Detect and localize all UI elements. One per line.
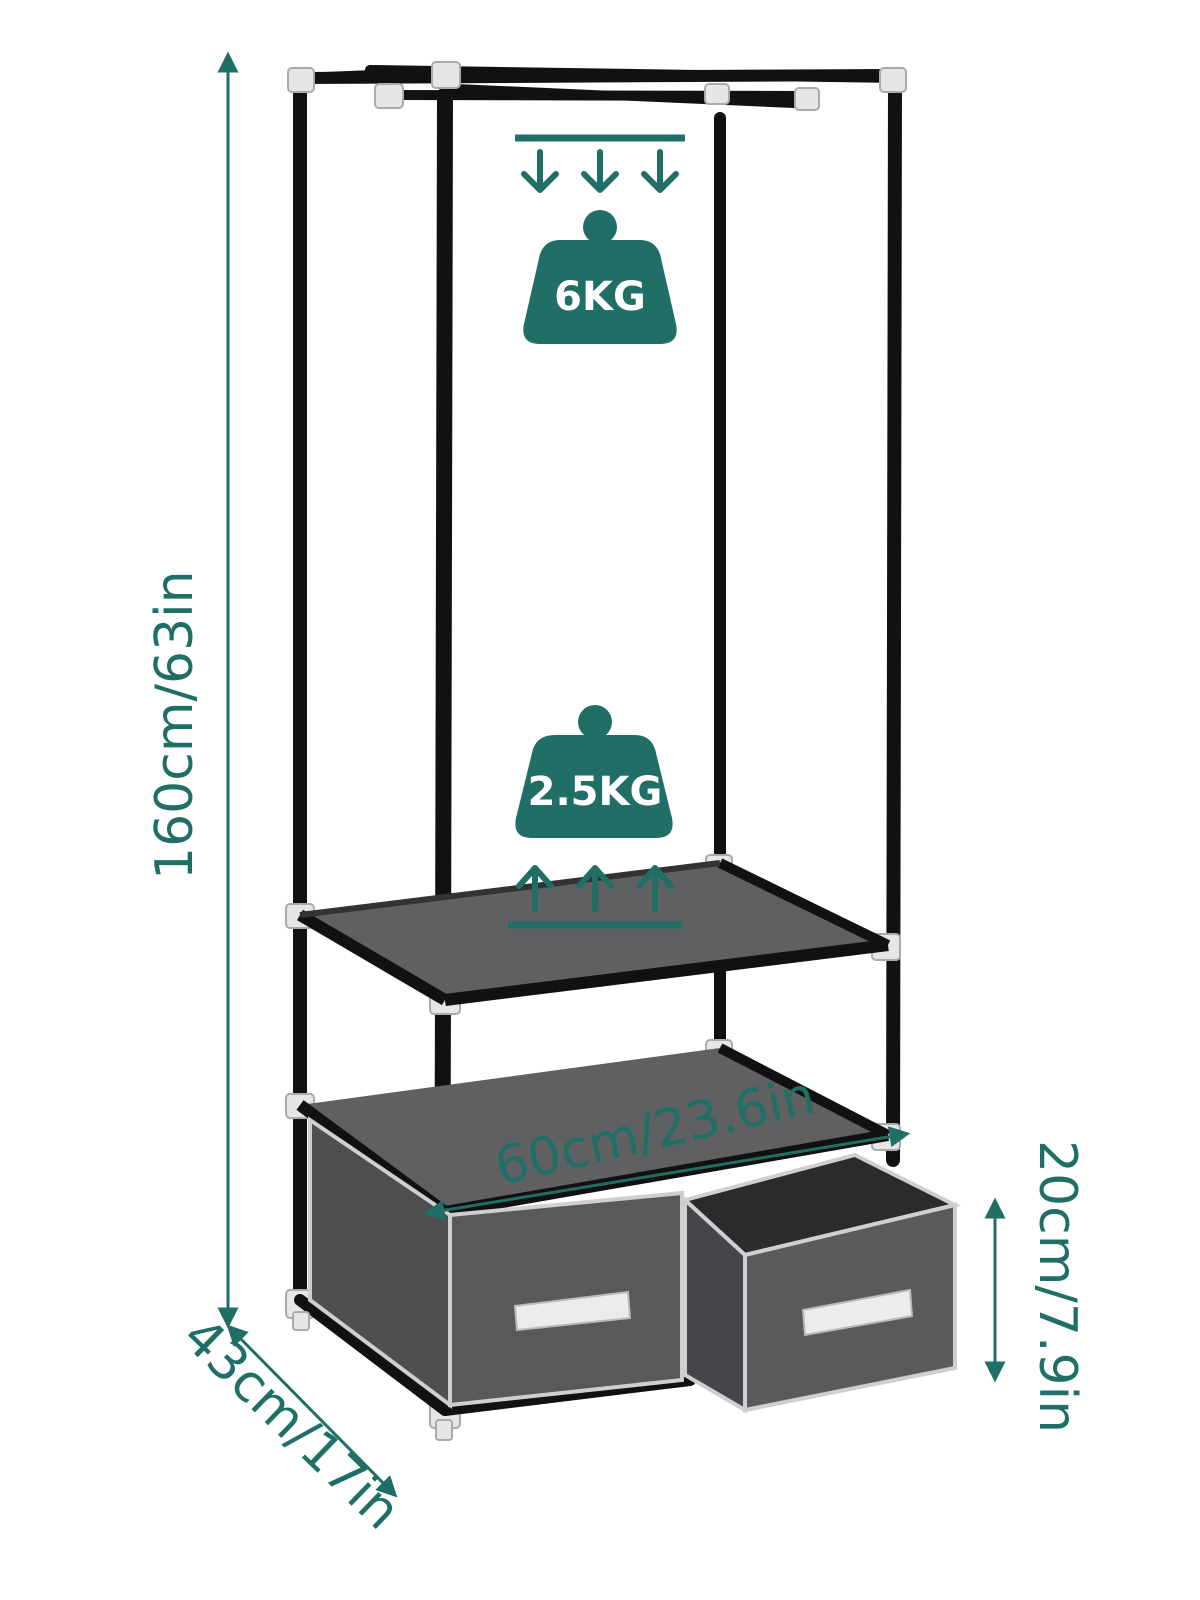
left-drawer (308, 1116, 684, 1409)
depth-dimension-arrow (226, 1324, 398, 1498)
drawer-height-dimension-label: 20cm/7.9in (1027, 1140, 1087, 1433)
shelf-load-label: 2.5KG (528, 769, 663, 815)
rail-load-label: 6KG (554, 274, 646, 320)
height-dimension-label: 160cm/63in (145, 570, 205, 880)
weight-up-arrows-icon (508, 705, 682, 929)
right-drawer (680, 1152, 961, 1414)
width-dimension-arrow (423, 1126, 911, 1221)
upper-shelf (296, 858, 891, 1006)
weight-down-arrows-icon (515, 134, 685, 344)
